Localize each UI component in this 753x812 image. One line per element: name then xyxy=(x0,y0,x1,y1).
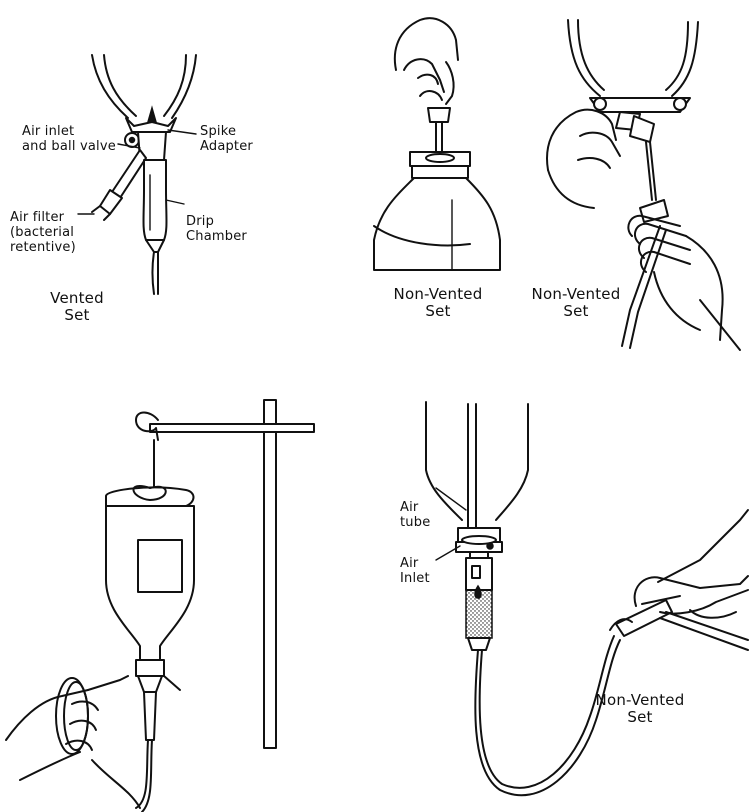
non-vented-bottle-drawing xyxy=(374,18,500,270)
label-air-inlet-ball-valve: Air inlet and ball valve xyxy=(22,124,116,154)
label-non-vented-set-air-tube: Non-Vented Set xyxy=(578,692,702,726)
label-non-vented-set-bottle: Non-Vented Set xyxy=(376,286,500,320)
air-tube-drawing xyxy=(426,402,748,795)
hanging-bottle-drawing xyxy=(6,400,314,812)
label-spike-adapter: Spike Adapter xyxy=(200,124,253,154)
label-non-vented-set-bag: Non-Vented Set xyxy=(514,286,638,320)
vented-set-drawing xyxy=(78,55,196,294)
label-air-inlet: Air Inlet xyxy=(400,556,430,586)
label-air-filter: Air filter (bacterial retentive) xyxy=(10,210,76,255)
label-vented-set: Vented Set xyxy=(42,290,112,324)
label-air-tube: Air tube xyxy=(400,500,430,530)
label-drip-chamber: Drip Chamber xyxy=(186,214,247,244)
